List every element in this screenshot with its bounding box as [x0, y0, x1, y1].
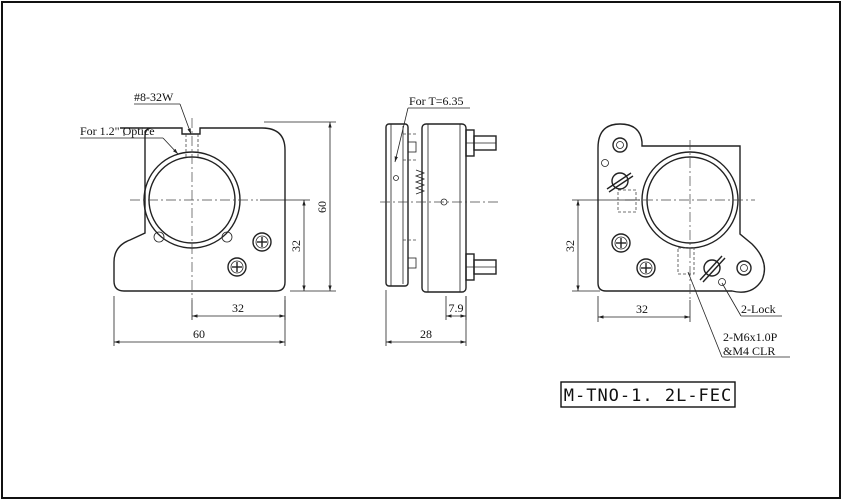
- label-thickness: For T=6.35: [409, 94, 464, 108]
- front-pin-hole-left: [153, 231, 165, 243]
- side-spring: [414, 169, 426, 195]
- dim-back-center-y: 32: [563, 240, 577, 252]
- part-number-box: M-TNO-1. 2L-FEC: [560, 381, 736, 408]
- side-back-block: [421, 123, 467, 293]
- label-screw-line1: 2-M6x1.0P: [723, 330, 778, 344]
- front-screw-lower: [227, 257, 247, 277]
- back-view: 32 32 2-Lock 2-M6x1.0P &M4 CLR: [563, 123, 790, 358]
- side-view: For T=6.35 28 7.9: [380, 94, 500, 346]
- part-number: M-TNO-1. 2L-FEC: [564, 386, 733, 406]
- dim-front-height: 60: [315, 201, 329, 213]
- front-pin-hole-right: [221, 231, 233, 243]
- side-adjuster-bottom: [465, 253, 497, 281]
- label-thread: #8-32W: [134, 90, 174, 104]
- side-front-plate: [385, 123, 409, 287]
- dim-front-center-x: 32: [232, 301, 244, 315]
- label-optics: For 1.2" Optice: [80, 124, 155, 138]
- label-screw-line2: &M4 CLR: [723, 344, 775, 358]
- dim-side-offset: 7.9: [449, 301, 464, 315]
- dim-front-center-y: 32: [289, 240, 303, 252]
- dim-front-width: 60: [193, 327, 205, 341]
- side-set-hole: [393, 175, 399, 181]
- back-screw-left: [611, 233, 631, 253]
- back-lock-lower: [699, 255, 726, 283]
- back-pivot-top: [612, 137, 628, 153]
- front-view-outline: [113, 127, 286, 292]
- side-adjuster-top: [465, 129, 497, 157]
- back-screw-right: [636, 258, 656, 278]
- front-screw-upper: [252, 232, 272, 252]
- back-lock-upper: [606, 172, 634, 193]
- back-view-outline: [597, 123, 766, 293]
- label-lock: 2-Lock: [741, 302, 776, 316]
- dim-back-center-x: 32: [636, 302, 648, 316]
- back-pivot-bottom: [736, 260, 752, 276]
- dim-side-depth: 28: [420, 327, 432, 341]
- front-view: #8-32W For 1.2" Optice 60 32 60 32: [80, 90, 336, 346]
